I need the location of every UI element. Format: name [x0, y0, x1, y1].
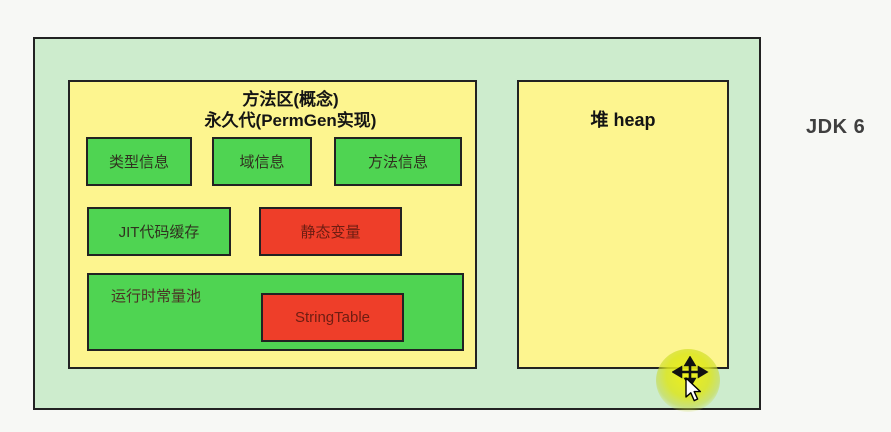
method-info-box: 方法信息	[334, 137, 462, 186]
method-area-title-line2: 永久代(PermGen实现)	[204, 111, 377, 130]
method-area-panel: 方法区(概念) 永久代(PermGen实现) 类型信息 域信息 方法信息 JIT…	[68, 80, 477, 369]
field-info-box: 域信息	[212, 137, 312, 186]
heap-label: 堆 heap	[590, 110, 656, 130]
method-area-title: 方法区(概念) 永久代(PermGen实现)	[88, 89, 493, 131]
string-table-box: StringTable	[261, 293, 404, 342]
method-area-title-line1: 方法区(概念)	[242, 90, 339, 109]
jdk-version-label: JDK 6	[806, 116, 866, 138]
heap-panel: 堆 heap	[517, 80, 729, 369]
jit-code-cache-box: JIT代码缓存	[87, 207, 231, 256]
runtime-constant-pool-box: 运行时常量池 StringTable	[87, 273, 464, 351]
runtime-constant-pool-label: 运行时常量池	[111, 288, 202, 305]
type-info-box: 类型信息	[86, 137, 192, 186]
jvm-memory-outer-box: 方法区(概念) 永久代(PermGen实现) 类型信息 域信息 方法信息 JIT…	[33, 37, 761, 410]
static-variables-box: 静态变量	[259, 207, 402, 256]
